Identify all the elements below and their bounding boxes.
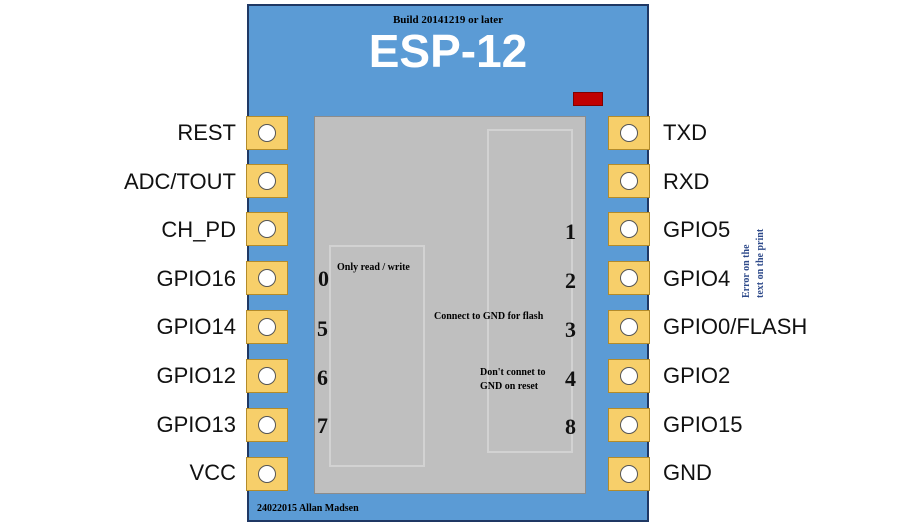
pad-left-gpio14 [246, 310, 288, 344]
antenna-trace-left [329, 245, 425, 467]
pad-right-gpio15 [608, 408, 650, 442]
pad-right-rxd [608, 164, 650, 198]
gpio-number-1: 1 [565, 219, 576, 244]
pin-label-vcc: VCC [189, 460, 236, 485]
pin-label-ch-pd: CH_PD [161, 217, 236, 242]
pin-label-gpio4: GPIO4 [663, 266, 731, 291]
pin-label-gpio13: GPIO13 [156, 412, 236, 437]
antenna-trace-right [487, 129, 573, 453]
error-note: Error on the text on the print [737, 200, 773, 300]
gpio-number-2: 2 [565, 268, 576, 293]
pad-right-gpio2 [608, 359, 650, 393]
pin-label-gpio2: GPIO2 [663, 363, 731, 388]
pin-label-gpio16: GPIO16 [156, 266, 236, 291]
pin-label-gpio14: GPIO14 [156, 314, 236, 339]
pad-left-gpio12 [246, 359, 288, 393]
pad-left-rest [246, 116, 288, 150]
author-credit: 24022015 Allan Madsen [257, 503, 359, 514]
pin-label-gpio12: GPIO12 [156, 363, 236, 388]
gpio-number-3: 3 [565, 317, 576, 342]
error-note-line1: Error on the [741, 244, 752, 298]
pad-left-adc [246, 164, 288, 198]
pad-right-txd [608, 116, 650, 150]
note-flash: Connect to GND for flash [434, 311, 544, 322]
pad-left-gpio16 [246, 261, 288, 295]
pin-label-txd: TXD [663, 120, 707, 145]
pad-right-gpio0 [608, 310, 650, 344]
pad-left-gpio13 [246, 408, 288, 442]
note-reset-line1: Don't connet to [480, 367, 546, 378]
pad-left-chpd [246, 212, 288, 246]
pin-label-gpio5: GPIO5 [663, 217, 731, 242]
build-note: Build 20141219 or later [392, 14, 504, 26]
esp12-board: Build 20141219 or later ESP-12 24022015 … [247, 4, 649, 522]
pin-label-gpio15: GPIO15 [663, 412, 743, 437]
gpio-number-8: 8 [565, 414, 576, 439]
gpio-number-7: 7 [317, 413, 328, 438]
gpio-number-0: 0 [318, 266, 329, 291]
gpio-number-4: 4 [565, 366, 576, 391]
pin-label-gpio0-flash: GPIO0/FLASH [663, 314, 808, 339]
module-title: ESP-12 [368, 25, 528, 77]
pin-label-rxd: RXD [663, 169, 710, 194]
pad-right-gnd [608, 457, 650, 491]
status-led [573, 92, 603, 106]
note-read-write: Only read / write [337, 262, 410, 273]
gpio-number-5: 5 [317, 316, 328, 341]
pin-label-gnd: GND [663, 460, 712, 485]
rf-shield [314, 116, 586, 494]
pad-right-gpio5 [608, 212, 650, 246]
error-note-line2: text on the print [755, 228, 766, 298]
pad-left-vcc [246, 457, 288, 491]
pin-label-adc-tout: ADC/TOUT [123, 169, 236, 194]
pin-label-rest: REST [177, 120, 236, 145]
note-reset-line2: GND on reset [480, 381, 539, 392]
pad-right-gpio4 [608, 261, 650, 295]
gpio-number-6: 6 [317, 365, 328, 390]
